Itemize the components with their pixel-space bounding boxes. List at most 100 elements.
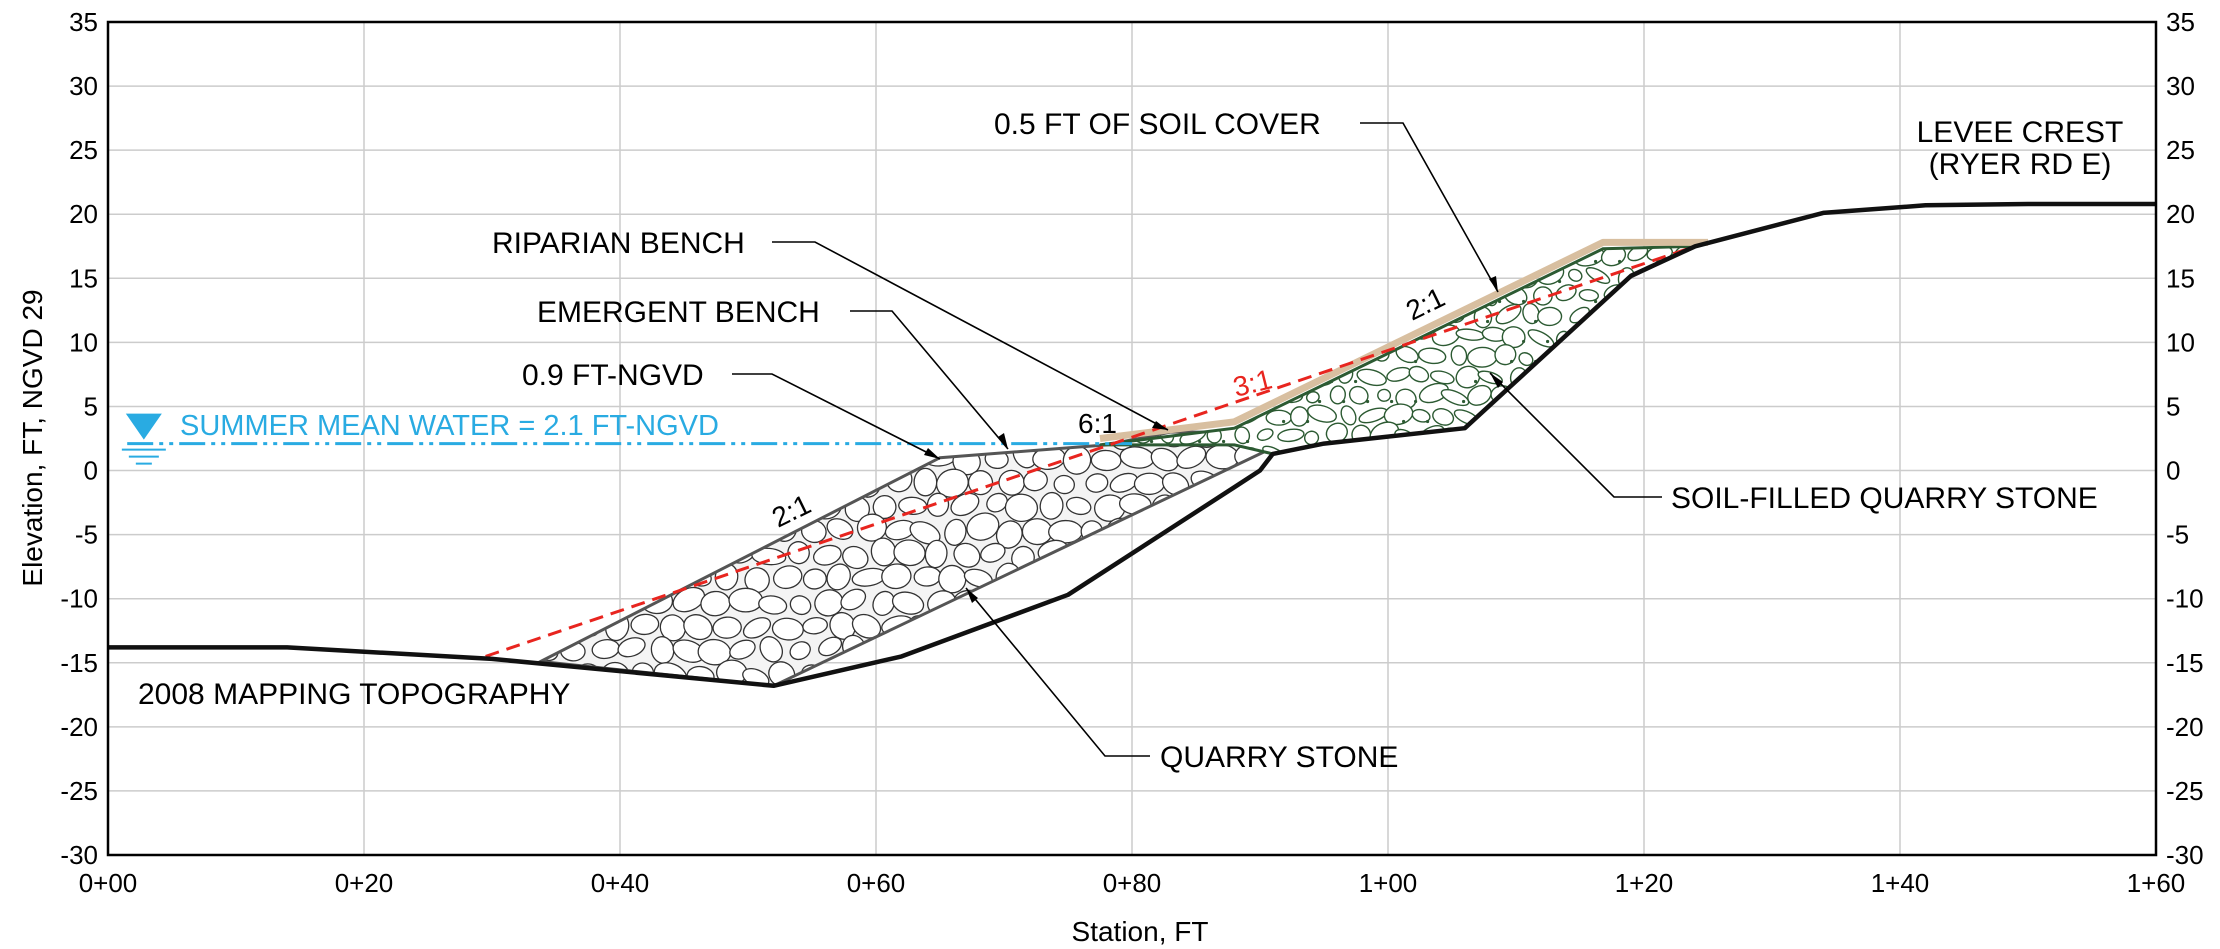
stone [1329, 385, 1346, 405]
stone [1176, 306, 1208, 330]
stone [1669, 518, 1695, 541]
stone [1432, 408, 1455, 426]
stone [1232, 491, 1259, 518]
stone [852, 323, 885, 348]
stone [1670, 279, 1696, 303]
stone [1606, 306, 1638, 323]
stone [1262, 445, 1290, 454]
y-tick-label-right: -15 [2166, 648, 2204, 678]
stone [1485, 539, 1512, 566]
stone [1053, 474, 1075, 495]
stone [1447, 262, 1469, 283]
stone [1548, 365, 1578, 385]
stone [772, 565, 803, 590]
stone [1050, 568, 1074, 591]
stone [1694, 401, 1721, 426]
stone [1609, 387, 1638, 405]
stone [710, 471, 743, 500]
stone [1543, 490, 1571, 515]
stone [851, 613, 882, 639]
stone [1085, 229, 1103, 245]
leader-0-9-ft [732, 373, 941, 460]
stone [1648, 448, 1684, 472]
x-tick-label: 1+60 [2127, 868, 2186, 898]
soil-dot [1426, 460, 1429, 463]
soil-dot [1594, 379, 1598, 384]
stone [1157, 387, 1185, 407]
stone [1702, 289, 1717, 302]
soil-dot [1450, 460, 1453, 463]
stone [1276, 221, 1300, 245]
stone [1204, 305, 1233, 327]
stone [1467, 384, 1492, 406]
stone [600, 661, 630, 686]
stone [1580, 612, 1612, 638]
stone [1623, 540, 1656, 562]
stone [1090, 449, 1122, 472]
soil-dot [1654, 359, 1658, 364]
soil-dot [1150, 439, 1154, 444]
stone [1339, 449, 1355, 454]
stone [772, 421, 798, 443]
y-tick-label-right: -25 [2166, 776, 2204, 806]
stone [789, 595, 812, 616]
stone [881, 563, 912, 590]
stone [1659, 268, 1686, 284]
stone [1161, 301, 1177, 325]
stone [969, 327, 993, 349]
soil-dot [1546, 339, 1550, 344]
stone [1554, 617, 1589, 640]
stone [1232, 592, 1262, 619]
stone [588, 444, 614, 468]
stone [563, 444, 592, 474]
stone [802, 617, 828, 635]
stone [1312, 300, 1343, 330]
stone [1539, 382, 1568, 403]
stone [1217, 321, 1247, 351]
stone [1166, 368, 1185, 386]
stone [1277, 517, 1306, 542]
stone [1537, 306, 1563, 327]
stone [950, 492, 980, 517]
stone [907, 246, 938, 255]
stone [1518, 352, 1534, 367]
x-tick-label: 1+00 [1359, 868, 1418, 898]
stone [1635, 423, 1664, 446]
stone [1208, 246, 1225, 248]
stone [1569, 444, 1598, 473]
stone [1649, 351, 1681, 379]
stone [1121, 305, 1152, 329]
stone [1328, 563, 1358, 591]
stone [1621, 406, 1645, 428]
stone [1602, 410, 1621, 427]
stone [880, 372, 910, 402]
stone [1661, 384, 1680, 404]
soil-dot [1474, 379, 1478, 384]
stone [844, 444, 866, 471]
stone [1335, 287, 1366, 308]
stone [837, 348, 868, 375]
stone [1137, 385, 1153, 409]
stone [1250, 346, 1276, 363]
stone [1370, 637, 1398, 664]
stone [1499, 521, 1527, 542]
soil-dot [1522, 339, 1526, 344]
y-tick-label-right: -5 [2166, 520, 2189, 550]
stone [1624, 352, 1648, 373]
stone [641, 541, 672, 564]
x-tick-label: 0+00 [79, 868, 138, 898]
stone [1272, 325, 1305, 352]
stone [1453, 254, 1488, 281]
soil-dot [1486, 279, 1490, 284]
stone [1375, 268, 1394, 284]
topography-line [108, 201, 2156, 689]
stone [1050, 246, 1086, 254]
soil-dot [1630, 439, 1634, 444]
stone [1093, 349, 1118, 374]
stone [991, 421, 1024, 443]
stone [1596, 446, 1629, 470]
stone [1507, 445, 1525, 454]
stone [1355, 468, 1389, 492]
stone [811, 257, 838, 280]
stone [1411, 408, 1431, 423]
